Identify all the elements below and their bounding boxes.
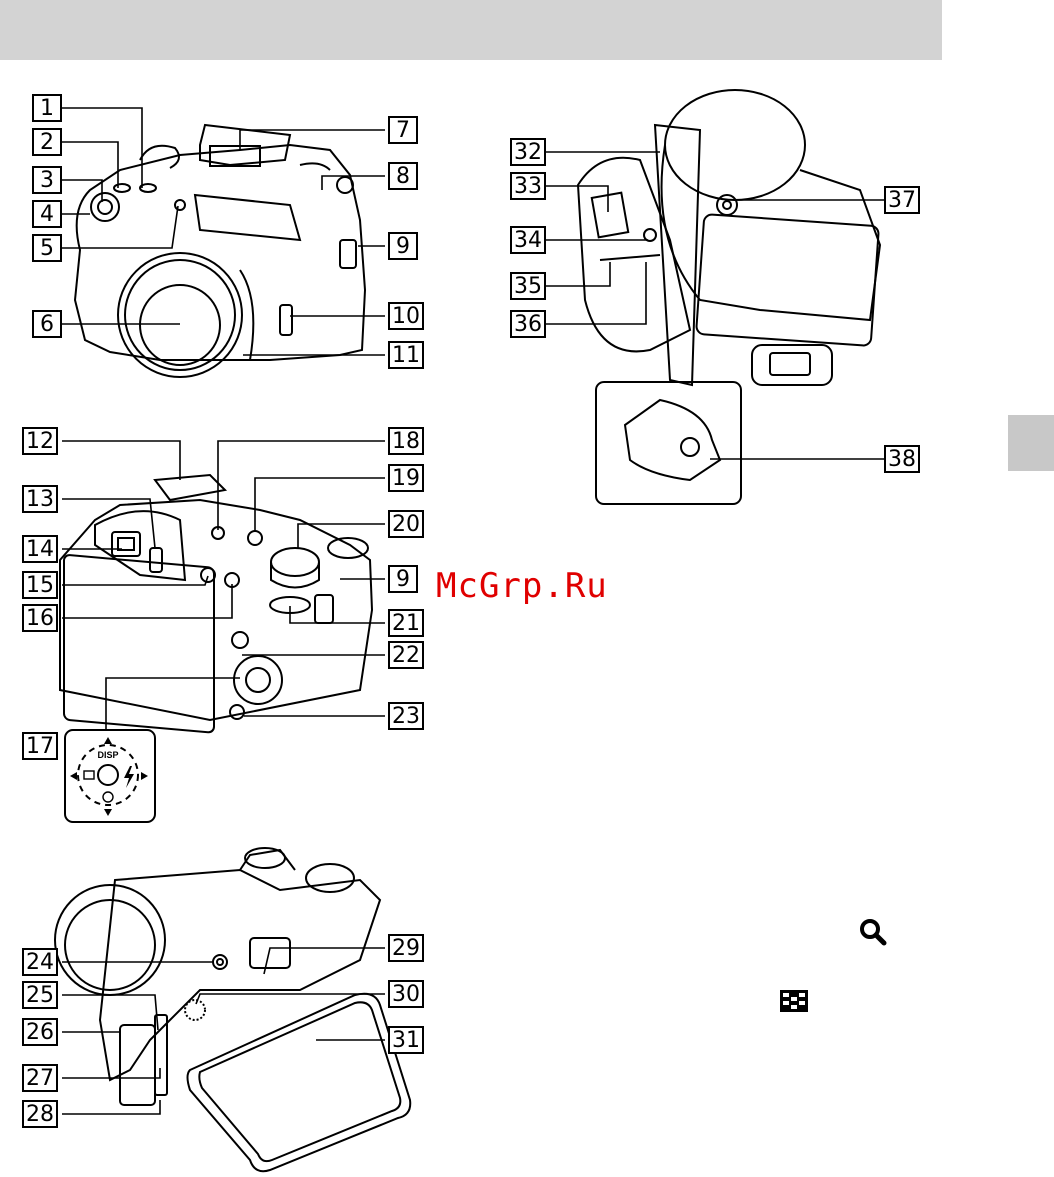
callout-26: 26 [22,1018,58,1046]
callout-20: 20 [388,510,424,538]
leader-lines [62,108,884,1114]
callout-10: 10 [388,302,424,330]
callout-38: 38 [884,445,920,473]
magnify-icon [856,915,890,949]
callout-17: 17 [22,732,58,760]
callout-1: 1 [32,94,62,122]
callout-2: 2 [32,128,62,156]
index-icon [780,990,808,1012]
callout-19: 19 [388,464,424,492]
callout-13: 13 [22,485,58,513]
callout-28: 28 [22,1100,58,1128]
down-arrow-icon [104,809,112,816]
callout-36: 36 [510,310,546,338]
callout-25: 25 [22,981,58,1009]
callout-29: 29 [388,934,424,962]
up-arrow-icon [104,737,112,744]
callout-23: 23 [388,702,424,730]
callout-4: 4 [32,200,62,228]
disp-label: DISP [97,750,118,760]
callout-6: 6 [32,310,62,338]
self-timer-icon [103,792,113,802]
callout-24: 24 [22,948,58,976]
callout-11: 11 [388,341,424,369]
flash-icon [124,766,134,788]
callout-14: 14 [22,535,58,563]
callout-9b: 9 [388,565,418,593]
callout-32: 32 [510,138,546,166]
watermark-text: McGrp.Ru [436,566,608,606]
right-arrow-icon [141,772,148,780]
callout-33: 33 [510,172,546,200]
callout-15: 15 [22,571,58,599]
callout-30: 30 [388,980,424,1008]
burst-icon [84,771,94,779]
callout-7: 7 [388,116,418,144]
left-arrow-icon [70,772,77,780]
callout-16: 16 [22,604,58,632]
callout-9a: 9 [388,232,418,260]
callout-22: 22 [388,641,424,669]
callout-31: 31 [388,1026,424,1054]
callout-5: 5 [32,234,62,262]
callout-21: 21 [388,609,424,637]
callout-27: 27 [22,1064,58,1092]
callout-12: 12 [22,427,58,455]
callout-18: 18 [388,427,424,455]
callout-34: 34 [510,226,546,254]
callout-8: 8 [388,162,418,190]
callout-3: 3 [32,166,62,194]
callout-37: 37 [884,186,920,214]
camera-side-illustration [55,848,410,1171]
callout-35: 35 [510,272,546,300]
